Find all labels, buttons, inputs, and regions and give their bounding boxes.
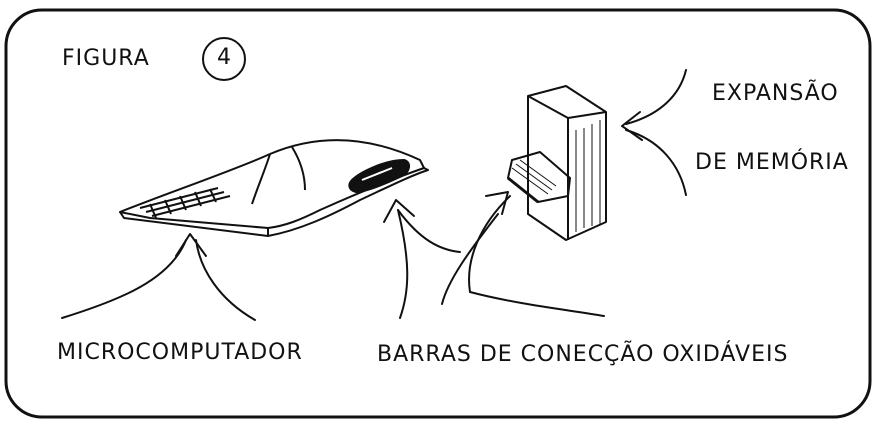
expansion-arrow [621, 69, 687, 196]
bars-label: BARRAS DE CONECÇÃO OXIDÁVEIS [377, 342, 789, 367]
microcomputer-arrow [61, 233, 256, 321]
diagram-border [4, 8, 872, 419]
bars-arrow-right [468, 191, 605, 317]
microcomputer-illustration [119, 139, 429, 237]
microcomputer-label: MICROCOMPUTADOR [57, 340, 303, 365]
figure-number-badge: 4 [202, 37, 246, 81]
expansion-label-line2: DE MEMÓRIA [695, 150, 849, 175]
figure-title: FIGURA [62, 46, 150, 71]
bars-arrow-left [383, 199, 499, 319]
expansion-label-line1: EXPANSÃO [712, 81, 839, 106]
memory-expansion-illustration [507, 85, 607, 241]
